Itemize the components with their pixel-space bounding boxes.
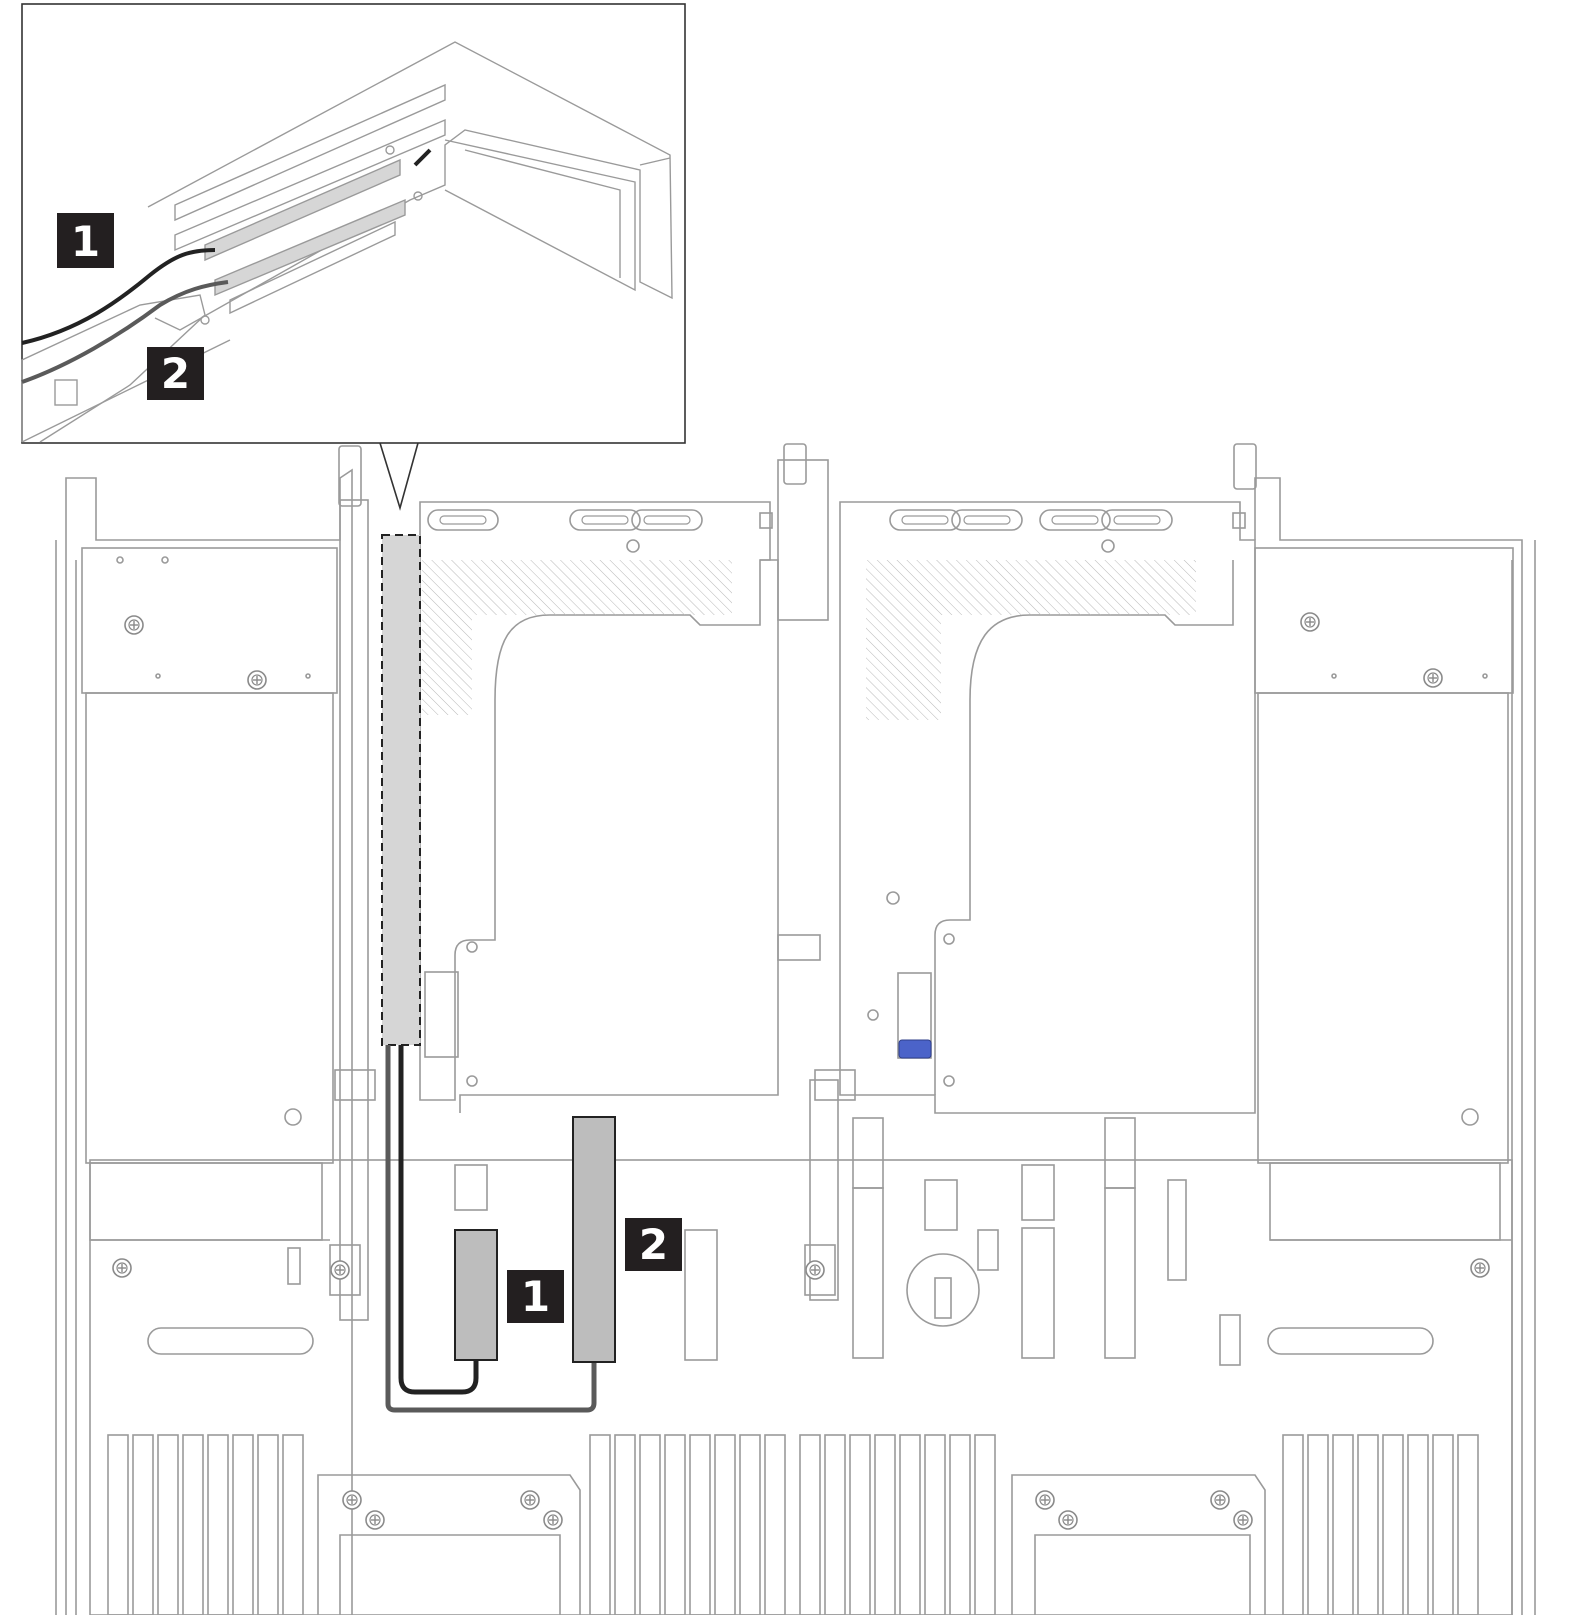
chassis bbox=[55, 468, 1536, 1615]
riser-handles[interactable] bbox=[338, 443, 1257, 507]
callout-badge-inset-1: 1 bbox=[57, 213, 114, 268]
callout-badge-main-2: 2 bbox=[625, 1218, 682, 1271]
callout-text-main-2: 2 bbox=[639, 1220, 668, 1269]
inset-cable-1 bbox=[21, 248, 216, 345]
connector-2 bbox=[572, 1116, 616, 1363]
cable-2 bbox=[385, 1045, 597, 1413]
callout-text-inset-2: 2 bbox=[161, 349, 190, 398]
motherboard-components bbox=[107, 1117, 1479, 1615]
callout-text-inset-1: 1 bbox=[71, 217, 100, 266]
callout-badge-main-1: 1 bbox=[507, 1270, 564, 1323]
right-bay bbox=[1254, 547, 1514, 1278]
cable-1 bbox=[398, 1045, 479, 1395]
inset-detail: 1 2 bbox=[21, 3, 686, 511]
callout-badge-inset-2: 2 bbox=[147, 347, 204, 400]
inset-cable-2 bbox=[21, 280, 229, 384]
riser-card-highlight bbox=[381, 534, 421, 1046]
riser-cage-left bbox=[419, 501, 779, 1113]
connector-1 bbox=[454, 1229, 498, 1361]
callout-text-main-1: 1 bbox=[521, 1272, 550, 1321]
left-bay bbox=[81, 547, 338, 1278]
riser-cage-right bbox=[839, 501, 1256, 1114]
latch-blue-handle[interactable] bbox=[898, 1039, 932, 1059]
center-rails bbox=[329, 459, 856, 1321]
